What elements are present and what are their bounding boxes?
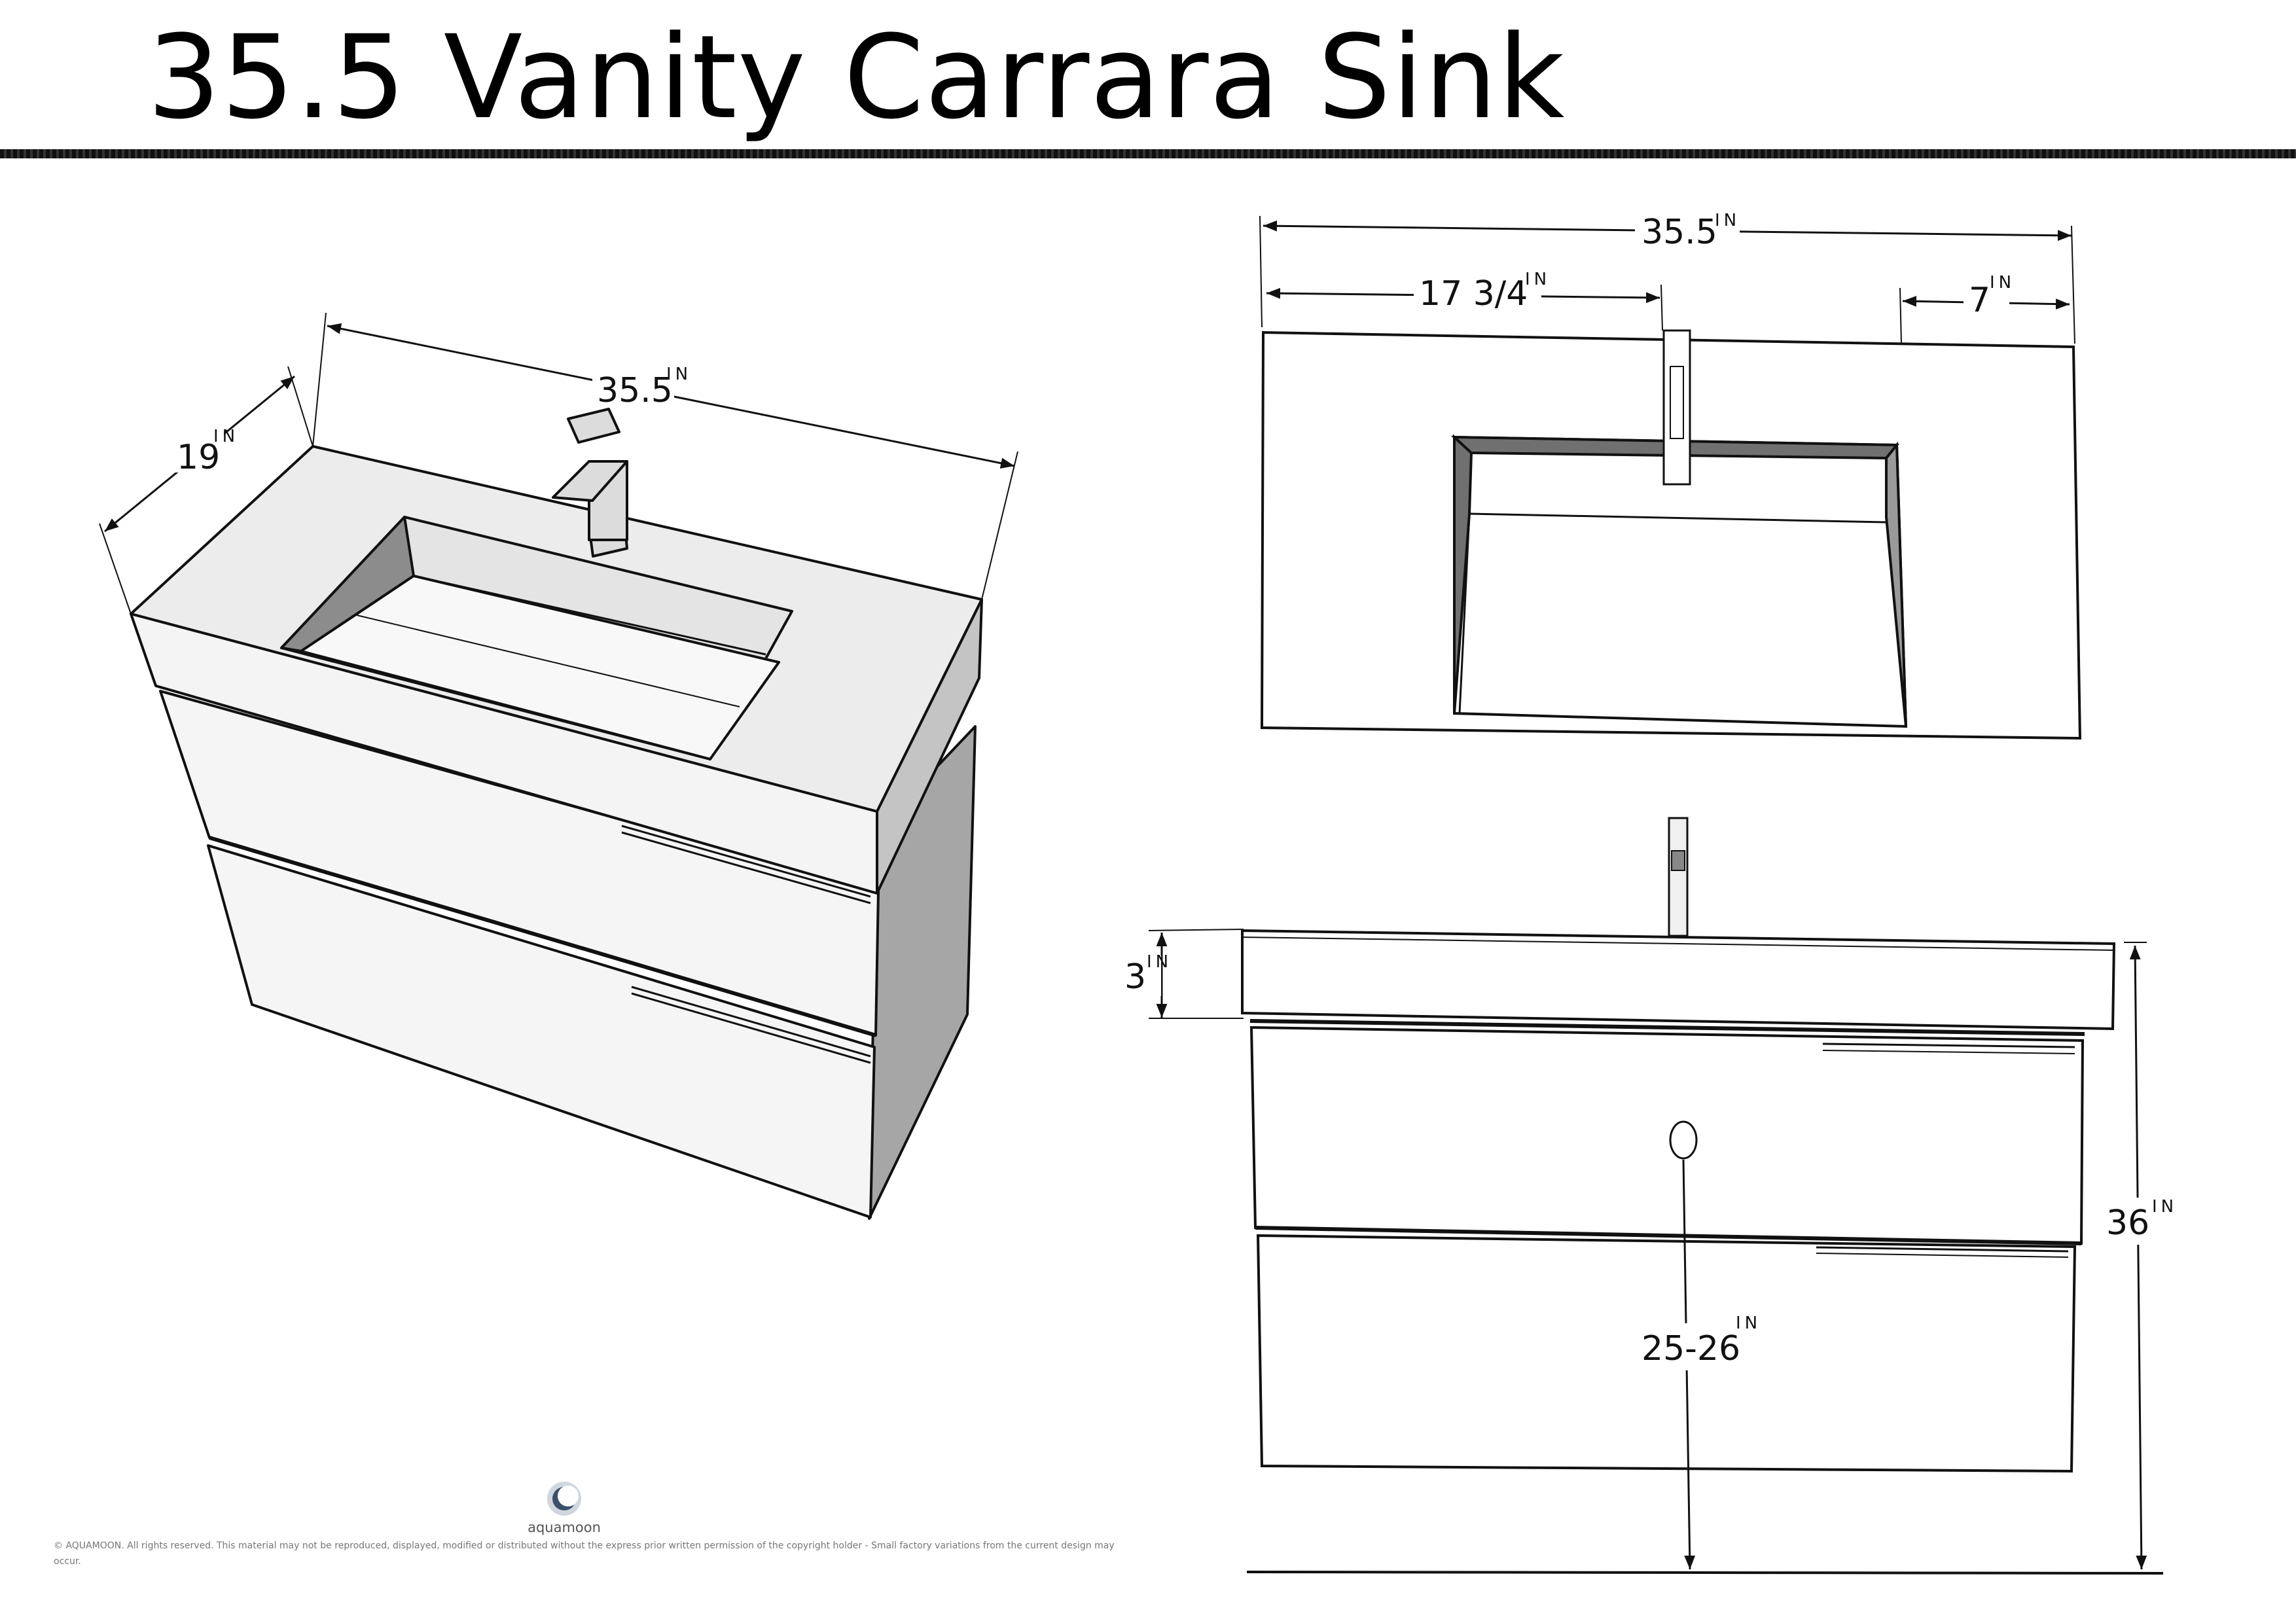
- front-floor-line: [1246, 1571, 2164, 1575]
- top-width-unit: IN: [1715, 211, 1740, 230]
- front-handle-lower: [1816, 1246, 2069, 1253]
- front-drawer-upper: [1249, 1026, 2085, 1245]
- front-drain-height-unit: IN: [1736, 1313, 1761, 1333]
- iso-basin-floor: [300, 575, 780, 760]
- iso-handle-lower-b: [631, 992, 871, 1064]
- front-faucet: [1668, 817, 1689, 937]
- top-view-basin-right-wall: [1885, 441, 1907, 727]
- title-divider: [0, 149, 2296, 158]
- iso-view: [130, 408, 983, 1220]
- front-handle-upper: [1822, 1043, 2075, 1048]
- iso-depth-unit: IN: [213, 427, 239, 446]
- iso-handle-upper-b: [621, 831, 871, 904]
- top-faucet-offset-value: 17 3/4: [1419, 274, 1528, 313]
- front-top-thickness-value: 3: [1124, 957, 1146, 997]
- front-countertop: [1241, 929, 2116, 1031]
- iso-drawer-gap: [209, 836, 876, 1037]
- front-view: [1241, 817, 2164, 1575]
- front-height-value: 36: [2106, 1204, 2149, 1243]
- top-right-offset-value: 7: [1969, 281, 1990, 320]
- top-view: [1260, 329, 2082, 740]
- iso-basin-slope-line: [413, 575, 766, 656]
- front-counter-underside: [1249, 1019, 2085, 1036]
- front-top-thickness-unit: IN: [1147, 952, 1172, 972]
- iso-basin-slope-line2: [356, 615, 740, 707]
- copyright-notice: © AQUAMOON. All rights reserved. This ma…: [54, 1541, 1115, 1567]
- top-view-basin-floor-edge: [1469, 512, 1887, 524]
- iso-handle-lower: [631, 986, 871, 1058]
- iso-width-value: 35.5: [597, 371, 673, 410]
- front-drain-height-value: 25-26: [1641, 1329, 1740, 1368]
- iso-width-unit: IN: [666, 365, 692, 384]
- top-view-faucet: [1662, 329, 1691, 486]
- drain-hole-icon: [1669, 1120, 1698, 1160]
- iso-top-side-edge: [876, 598, 983, 895]
- aquamoon-logo-icon: [538, 1478, 590, 1522]
- iso-depth-value: 19: [177, 438, 220, 477]
- front-height-unit: IN: [2152, 1197, 2178, 1217]
- iso-handle-upper: [621, 825, 871, 898]
- page-title: 35.5 Vanity Carrara Sink: [147, 10, 1566, 145]
- top-width-value: 35.5: [1641, 213, 1717, 252]
- top-right-offset-unit: IN: [1990, 273, 2015, 293]
- iso-drawer-lower: [207, 844, 876, 1219]
- top-faucet-offset-unit: IN: [1525, 270, 1551, 289]
- brand-name: aquamoon: [528, 1520, 601, 1535]
